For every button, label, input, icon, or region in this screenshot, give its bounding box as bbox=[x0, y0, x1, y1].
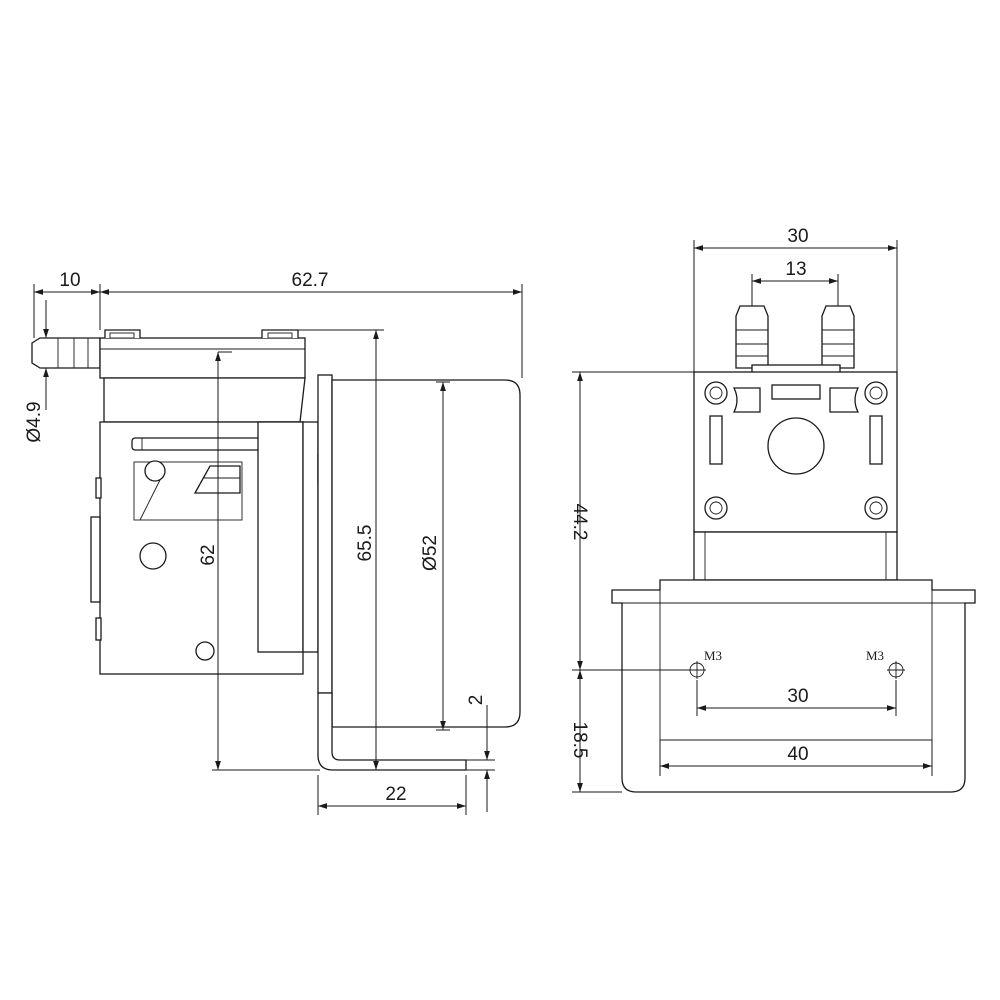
outlet-fittings bbox=[735, 305, 855, 374]
dim-bracket-depth: 22 bbox=[385, 784, 406, 805]
front-bracket: M3 M3 bbox=[611, 579, 976, 793]
pump-head bbox=[99, 329, 306, 423]
side-view: 10 62.7 Ø4.9 62 65.5 Ø52 2 22 bbox=[24, 270, 523, 815]
thread-label-left: M3 bbox=[704, 648, 722, 663]
motor-body bbox=[317, 374, 521, 728]
thread-label-right: M3 bbox=[866, 648, 884, 663]
dim-bracket-thickness: 2 bbox=[466, 695, 487, 706]
dim-bracket-width: 40 bbox=[787, 744, 808, 765]
front-view: M3 M3 30 13 44.2 18.5 30 40 bbox=[569, 226, 976, 793]
dim-hole-spacing: 30 bbox=[787, 686, 808, 707]
dim-overall-length: 62.7 bbox=[292, 270, 329, 291]
dim-port-spacing: 13 bbox=[785, 259, 806, 280]
dim-height-to-holes: 44.2 bbox=[569, 504, 590, 541]
dim-head-width: 30 bbox=[787, 226, 808, 247]
dim-total-height: 65.5 bbox=[355, 525, 376, 562]
dim-motor-diameter: Ø52 bbox=[420, 535, 441, 571]
pump-head-face bbox=[693, 371, 898, 533]
head-neck bbox=[693, 531, 898, 581]
inlet-nozzle bbox=[31, 337, 101, 369]
dim-inlet-length: 10 bbox=[59, 270, 80, 291]
dim-pump-height: 62 bbox=[198, 544, 219, 565]
dim-hole-to-base: 18.5 bbox=[569, 722, 590, 759]
dim-tube-diameter: Ø4.9 bbox=[24, 401, 45, 442]
